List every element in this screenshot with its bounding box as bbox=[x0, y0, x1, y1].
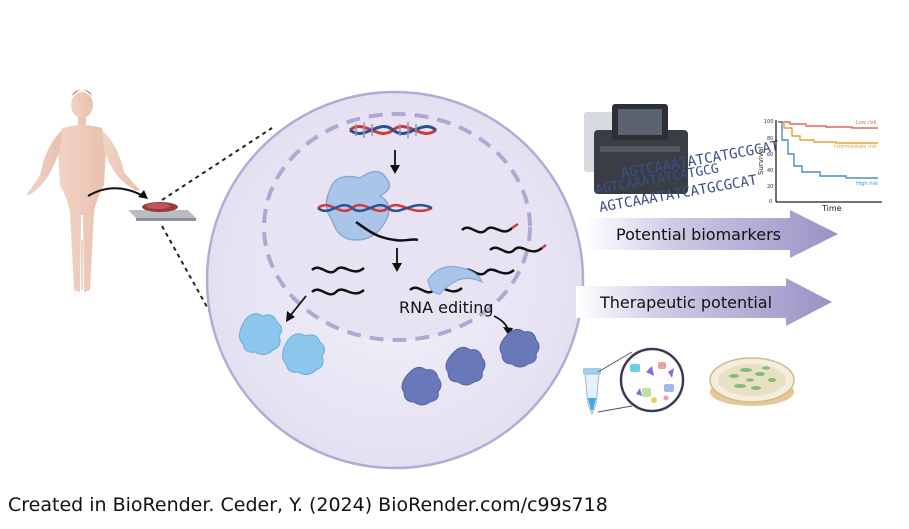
sample-arrow-icon bbox=[87, 187, 146, 198]
svg-text:60: 60 bbox=[767, 152, 773, 158]
rna-polymerase-icon bbox=[317, 170, 433, 242]
svg-text:40: 40 bbox=[767, 168, 773, 174]
adar-enzyme-icon bbox=[427, 265, 484, 295]
svg-text:80: 80 bbox=[767, 136, 773, 142]
petri-dish-icon bbox=[709, 357, 795, 406]
svg-text:100: 100 bbox=[764, 119, 774, 125]
survival-plot: 100 80 60 40 20 0 Survival Time Low risk… bbox=[757, 119, 882, 213]
cell bbox=[205, 90, 585, 470]
human-figure-icon bbox=[26, 90, 140, 292]
protein-dark-icon bbox=[401, 328, 540, 406]
svg-text:20: 20 bbox=[767, 184, 773, 190]
tissue-sample-icon bbox=[128, 202, 196, 221]
dna-helix-icon bbox=[349, 122, 437, 138]
legend-high-risk: High risk bbox=[856, 181, 878, 187]
svg-text:0: 0 bbox=[769, 199, 772, 205]
biomarkers-label: Potential biomarkers bbox=[616, 225, 781, 244]
credit-text: Created in BioRender. Ceder, Y. (2024) B… bbox=[8, 494, 608, 516]
therapeutic-arrow: Therapeutic potential bbox=[576, 278, 832, 326]
legend-intermediate-risk: Intermediate risk bbox=[834, 144, 877, 150]
survival-ylabel: Survival bbox=[757, 147, 765, 175]
protein-light-icon bbox=[239, 313, 326, 376]
survival-xlabel: Time bbox=[821, 204, 842, 213]
molecules-zoom-icon bbox=[619, 347, 685, 413]
sequencer-icon bbox=[584, 104, 688, 194]
rna-editing-label: RNA editing bbox=[399, 298, 494, 317]
rna-strands bbox=[311, 222, 547, 296]
tube-icon bbox=[583, 368, 601, 416]
therapeutic-label: Therapeutic potential bbox=[599, 293, 772, 312]
legend-low-risk: Low risk bbox=[856, 120, 876, 126]
biomarkers-arrow: Potential biomarkers bbox=[586, 210, 838, 258]
